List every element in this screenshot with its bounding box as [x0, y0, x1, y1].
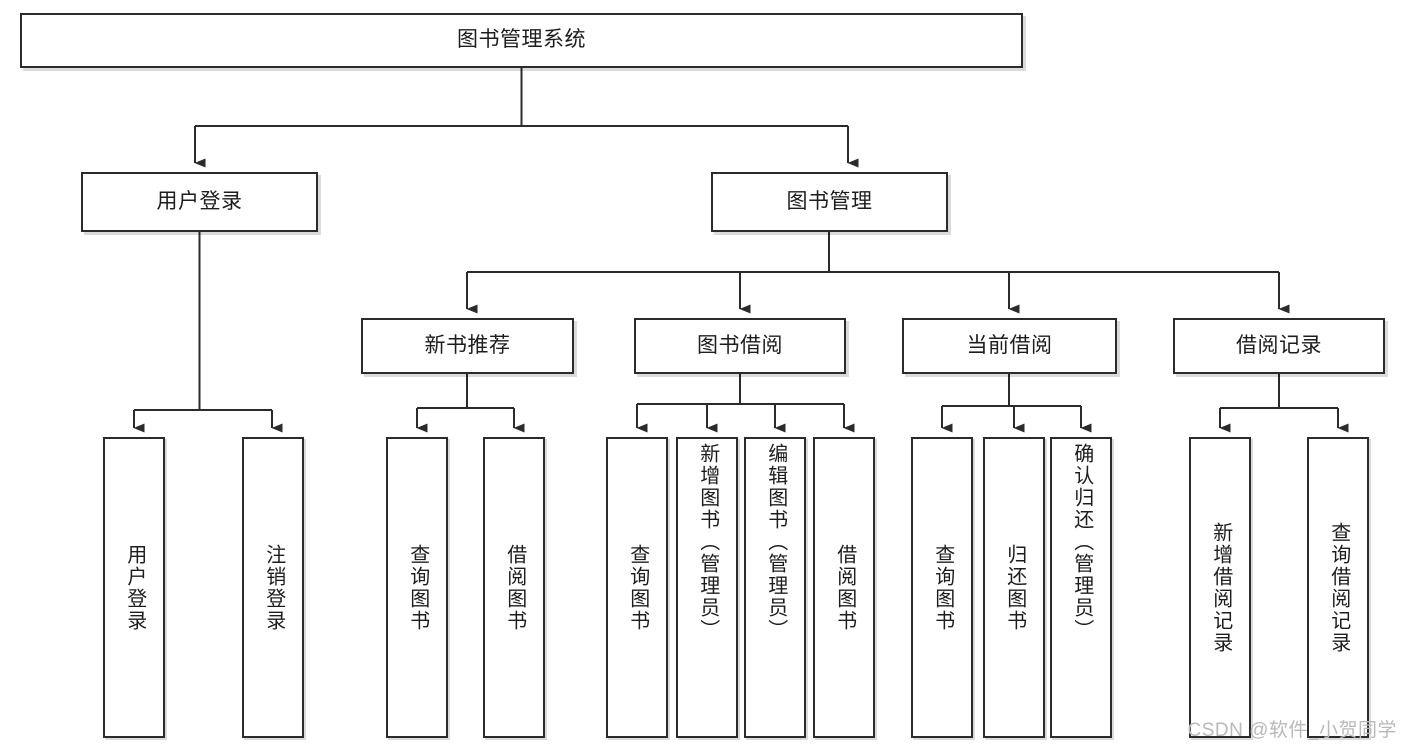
leaf-node-label: 新增借阅记录: [1209, 521, 1232, 654]
leaf-node[interactable]: 新增图书（管理员）: [676, 437, 738, 738]
node-new-book-recommendation-label: 新书推荐: [424, 333, 511, 357]
node-user-login[interactable]: 用户登录: [81, 172, 318, 232]
node-current-borrowing[interactable]: 当前借阅: [902, 318, 1117, 374]
leaf-node[interactable]: 编辑图书（管理员）: [744, 437, 806, 738]
leaf-node-label: 归还图书: [1003, 543, 1026, 632]
leaf-node-label: 查询图书: [406, 543, 429, 632]
node-root[interactable]: 图书管理系统: [20, 13, 1023, 68]
leaf-node[interactable]: 注销登录: [242, 437, 304, 738]
node-borrow-records-label: 借阅记录: [1236, 333, 1322, 357]
node-new-book-recommendation[interactable]: 新书推荐: [361, 318, 574, 374]
leaf-node-label: 借阅图书: [833, 543, 856, 632]
leaf-node[interactable]: 用户登录: [103, 437, 165, 738]
leaf-node-label: 查询图书: [626, 543, 649, 632]
leaf-node-label: 用户登录: [123, 543, 146, 632]
leaf-node[interactable]: 归还图书: [983, 437, 1045, 738]
node-root-label: 图书管理系统: [457, 28, 586, 52]
leaf-node-label: 查询图书: [931, 543, 954, 632]
leaf-node-label: 注销登录: [262, 543, 285, 632]
node-book-borrowing[interactable]: 图书借阅: [634, 318, 846, 374]
node-book-borrowing-label: 图书借阅: [697, 333, 783, 357]
leaf-node[interactable]: 查询图书: [911, 437, 973, 738]
node-user-login-label: 用户登录: [156, 189, 243, 213]
leaf-node-label: 查询借阅记录: [1327, 521, 1350, 654]
leaf-node-label: 确认归还（管理员）: [1070, 443, 1093, 641]
leaf-node[interactable]: 查询图书: [386, 437, 448, 738]
leaf-node[interactable]: 借阅图书: [813, 437, 875, 738]
leaf-node-label: 借阅图书: [503, 543, 526, 632]
leaf-node[interactable]: 查询借阅记录: [1307, 437, 1369, 738]
node-current-borrowing-label: 当前借阅: [966, 333, 1053, 357]
node-book-management[interactable]: 图书管理: [711, 172, 948, 232]
leaf-node[interactable]: 确认归还（管理员）: [1050, 437, 1112, 738]
node-borrow-records[interactable]: 借阅记录: [1173, 318, 1385, 374]
leaf-node[interactable]: 新增借阅记录: [1189, 437, 1251, 738]
leaf-node-label: 新增图书（管理员）: [696, 443, 719, 641]
leaf-node-label: 编辑图书（管理员）: [764, 443, 787, 641]
leaf-node[interactable]: 借阅图书: [483, 437, 545, 738]
leaf-node[interactable]: 查询图书: [606, 437, 668, 738]
node-book-management-label: 图书管理: [786, 189, 873, 213]
